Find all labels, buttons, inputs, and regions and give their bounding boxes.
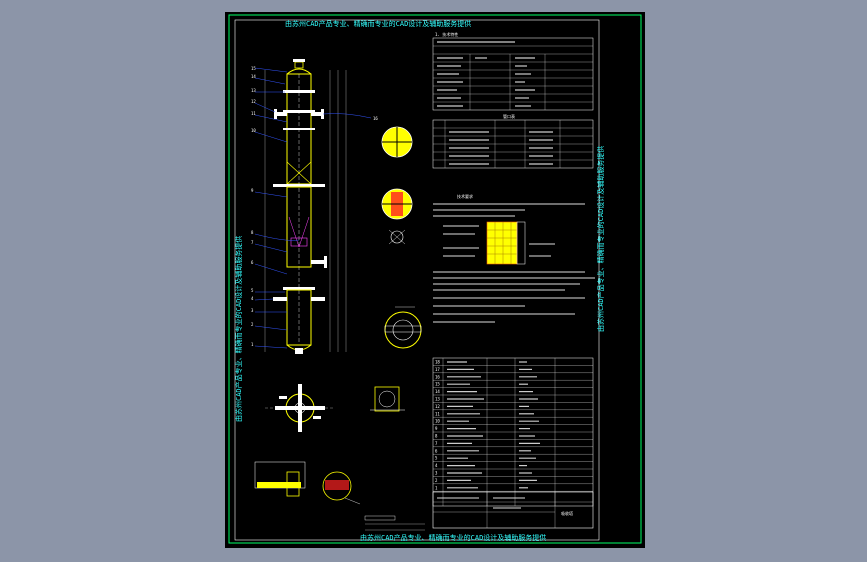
part-label: 2: [251, 322, 254, 327]
leader-lines: [254, 67, 372, 349]
bom-row-number: 8: [435, 434, 438, 439]
bom-row-number: 2: [435, 478, 438, 483]
bom-row-number: 18: [435, 360, 440, 365]
notes-title: 技术要求: [457, 193, 473, 199]
tech-table-title: 1. 技术特性: [435, 31, 458, 37]
nozzle-table: 管口表: [432, 113, 594, 169]
detail-views: [254, 461, 425, 531]
inner-border: [234, 19, 600, 541]
bom-row-number: 10: [435, 419, 440, 424]
bom-row-number: 13: [435, 397, 440, 402]
part-label: 5: [251, 288, 254, 293]
bom-row-number: 4: [435, 463, 438, 468]
bom-row-number: 15: [435, 382, 440, 387]
cad-drawing-canvas: 由苏州CAD产品专业、精确而专业的CAD设计及辅助服务提供 由苏州CAD产品专业…: [225, 12, 645, 548]
bill-of-materials: 18 17 16 15 14 13 12 11 10 9 8 7 6 5 4 3 2 1: [432, 357, 594, 507]
bom-row-number: 3: [435, 471, 438, 476]
part-label: 4: [251, 296, 254, 301]
technical-notes: 技术要求: [433, 193, 595, 323]
bom-row-number: 9: [435, 426, 438, 431]
part-label: 3: [251, 308, 254, 313]
watermark-top: 由苏州CAD产品专业、精确而专业的CAD设计及辅助服务提供: [285, 19, 471, 28]
bom-row-number: 16: [435, 374, 440, 379]
plan-view: [265, 384, 405, 432]
watermark-bottom: 由苏州CAD产品专业、精确而专业的CAD设计及辅助服务提供: [360, 533, 546, 542]
section-views: [381, 126, 422, 349]
bom-row-number: 14: [435, 389, 440, 394]
bom-row-number: 11: [435, 411, 440, 416]
part-label: 8: [251, 230, 254, 235]
nozzle-table-title: 管口表: [503, 113, 515, 119]
watermark-right: 由苏州CAD产品专业、精确而专业的CAD设计及辅助服务提供: [596, 146, 605, 332]
part-label: 14: [251, 74, 256, 79]
part-number-labels: 15 14 13 12 11 10 9 8 7 6 5 4 3 2 1 16: [251, 66, 378, 347]
bom-row-number: 1: [435, 485, 438, 490]
part-label: 16: [373, 116, 378, 121]
part-label: 13: [251, 88, 256, 93]
drawing-frame: [228, 14, 642, 544]
part-label: 10: [251, 128, 256, 133]
part-label: 6: [251, 260, 254, 265]
column-vessel: [264, 59, 347, 354]
part-label: 11: [251, 111, 256, 116]
cad-drawing: 由苏州CAD产品专业、精确而专业的CAD设计及辅助服务提供 由苏州CAD产品专业…: [228, 14, 642, 544]
bom-row-number: 7: [435, 441, 438, 446]
technical-data-table: 1. 技术特性: [432, 31, 594, 111]
part-label: 9: [251, 188, 254, 193]
part-label: 15: [251, 66, 256, 71]
part-label: 7: [251, 240, 254, 245]
bom-row-number: 12: [435, 404, 440, 409]
bom-row-number: 17: [435, 367, 440, 372]
part-label: 12: [251, 99, 256, 104]
title-block: 吸收塔: [432, 491, 594, 529]
watermark-left: 由苏州CAD产品专业、精确而专业的CAD设计及辅助服务提供: [234, 236, 243, 422]
bom-row-number: 6: [435, 448, 438, 453]
part-label: 1: [251, 342, 254, 347]
bom-row-number: 5: [435, 456, 438, 461]
title-block-name: 吸收塔: [561, 510, 573, 516]
